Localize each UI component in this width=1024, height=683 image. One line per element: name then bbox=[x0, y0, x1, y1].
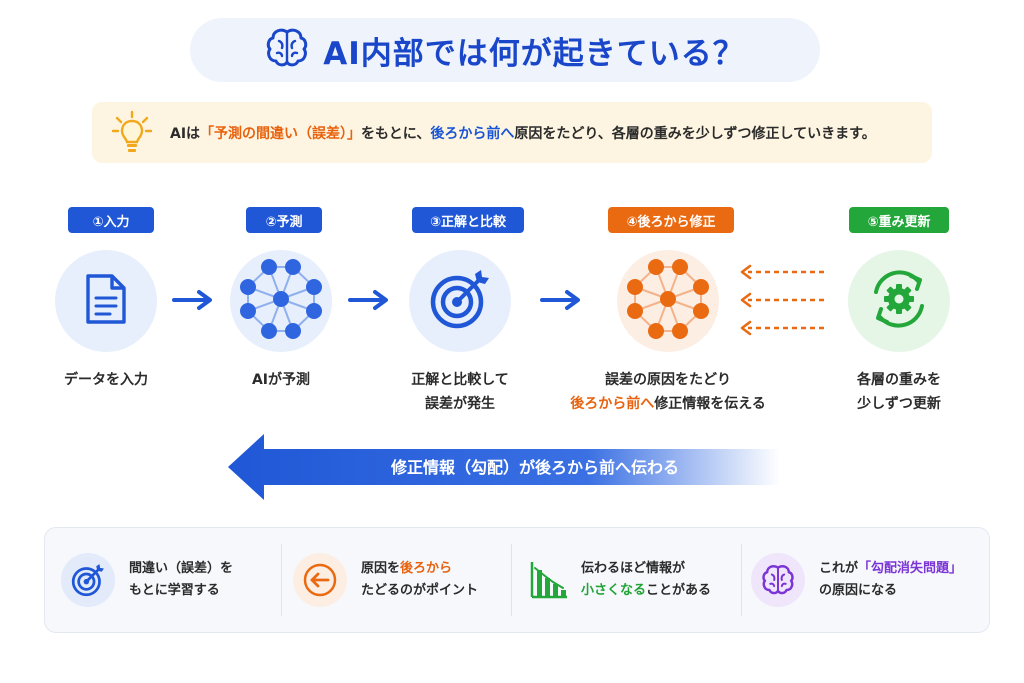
step-3-line-1: 正解と比較して bbox=[411, 372, 509, 388]
lightbulb-icon bbox=[111, 110, 153, 156]
arrow-right-icon bbox=[172, 290, 212, 310]
step-5-line-1: 各層の重みを bbox=[857, 372, 941, 388]
step-3-line-2: 誤差が発生 bbox=[425, 396, 495, 412]
arrow-right-icon bbox=[348, 290, 388, 310]
step-4-line-1: 誤差の原因をたどり bbox=[605, 372, 731, 388]
step-4-rest: 修正情報を伝える bbox=[654, 396, 766, 412]
step-5-line-2: 少しずつ更新 bbox=[857, 396, 941, 412]
gear-refresh-icon bbox=[864, 264, 934, 338]
step-4-circle bbox=[617, 250, 719, 352]
step-3-caption: 正解と比較して 誤差が発生 bbox=[350, 368, 570, 416]
arrow-right-icon bbox=[540, 290, 580, 310]
note-2-line-2: たどるのがポイント bbox=[361, 583, 479, 598]
note-2: 原因を後ろから たどるのがポイント bbox=[293, 528, 513, 632]
badge-step-1: ①入力 bbox=[68, 207, 154, 233]
notes-panel: 間違い（誤差）を もとに学習する 原因を後ろから たどるのがポイント bbox=[44, 527, 990, 633]
divider bbox=[741, 544, 742, 616]
step-3-circle bbox=[409, 250, 511, 352]
hint-text: AIは「予測の間違い（誤差）」をもとに、後ろから前へ原因をたどり、各層の重みを少… bbox=[170, 123, 876, 143]
arrow-left-icon bbox=[293, 553, 347, 607]
step-2-line-1: AIが予測 bbox=[251, 372, 311, 388]
step-5-circle bbox=[848, 250, 950, 352]
note-3: 伝わるほど情報が 小さくなることがある bbox=[529, 528, 749, 632]
note-4-a: これが bbox=[819, 561, 859, 576]
divider bbox=[511, 544, 512, 616]
brain-icon bbox=[265, 28, 309, 72]
step-4-line-2: 後ろから前へ修正情報を伝える bbox=[558, 392, 778, 416]
network-icon bbox=[236, 257, 326, 345]
step-2-caption: AIが予測 bbox=[171, 368, 391, 392]
target-icon bbox=[61, 553, 115, 607]
step-4-caption: 誤差の原因をたどり 後ろから前へ修正情報を伝える bbox=[558, 368, 778, 416]
title-pill: AI内部では何が起きている？ bbox=[190, 18, 820, 82]
dashed-back-arrows bbox=[740, 264, 824, 336]
note-3-b: ことがある bbox=[646, 583, 712, 598]
hint-seg5: 原因をたどり、各層の重みを少しずつ修正していきます。 bbox=[514, 125, 876, 142]
note-1: 間違い（誤差）を もとに学習する bbox=[61, 528, 281, 632]
hint-seg3: をもとに、 bbox=[361, 125, 431, 142]
step-1-circle bbox=[55, 250, 157, 352]
note-3-line-2: 小さくなることがある bbox=[581, 580, 711, 602]
target-icon bbox=[429, 268, 491, 334]
note-2-b: 後ろから bbox=[400, 561, 453, 576]
step-2-circle bbox=[230, 250, 332, 352]
note-3-line-1: 伝わるほど情報が bbox=[581, 561, 686, 576]
step-5-caption: 各層の重みを 少しずつ更新 bbox=[789, 368, 1009, 416]
badge-step-3: ③正解と比較 bbox=[412, 207, 524, 233]
page-title: AI内部では何が起きている？ bbox=[323, 35, 745, 72]
badge-step-4: ④後ろから修正 bbox=[608, 207, 734, 233]
backflow-label: 修正情報（勾配）が後ろから前へ伝わる bbox=[390, 458, 679, 477]
note-4-b: 「勾配消失問題」 bbox=[858, 561, 963, 576]
bar-chart-down-icon bbox=[529, 553, 569, 607]
hint-seg1: AIは bbox=[170, 125, 201, 142]
document-icon bbox=[84, 272, 128, 330]
note-2-a: 原因を bbox=[361, 561, 401, 576]
step-1-line-1: データを入力 bbox=[64, 372, 148, 388]
note-4-line-1: これが「勾配消失問題」 bbox=[819, 558, 962, 580]
note-1-line-2: もとに学習する bbox=[129, 583, 220, 598]
network-orange-icon bbox=[623, 257, 713, 345]
step-1-caption: データを入力 bbox=[0, 368, 216, 392]
hint-box: AIは「予測の間違い（誤差）」をもとに、後ろから前へ原因をたどり、各層の重みを少… bbox=[92, 102, 932, 163]
note-4-line-2: の原因になる bbox=[819, 583, 898, 598]
note-1-line-1: 間違い（誤差）を bbox=[129, 561, 234, 576]
note-4: これが「勾配消失問題」 の原因になる bbox=[751, 528, 983, 632]
badge-step-2: ②予測 bbox=[246, 207, 322, 233]
note-3-a: 小さくなる bbox=[581, 583, 647, 598]
divider bbox=[281, 544, 282, 616]
step-4-highlight: 後ろから前へ bbox=[570, 396, 655, 412]
brain-icon bbox=[751, 553, 805, 607]
note-2-line-1: 原因を後ろから bbox=[361, 558, 478, 580]
hint-seg2: 「予測の間違い（誤差）」 bbox=[200, 125, 362, 142]
hint-seg4: 後ろから前へ bbox=[430, 125, 515, 142]
backflow-arrow bbox=[228, 434, 780, 500]
badge-step-5: ⑤重み更新 bbox=[849, 207, 949, 233]
